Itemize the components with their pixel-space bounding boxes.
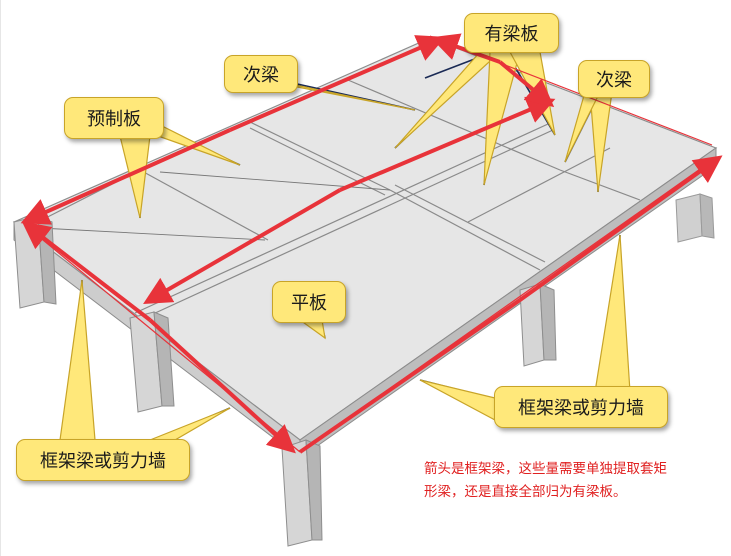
arrow-left-edge xyxy=(148,318,296,454)
annotation-note: 箭头是框架梁，这些量需要单独提取套矩 形梁，还是直接全部归为有梁板。 xyxy=(424,458,724,504)
annotation-note-line2: 形梁，还是直接全部归为有梁板。 xyxy=(424,484,627,500)
arrow-top-left xyxy=(20,128,231,225)
label-youliangban: 有梁板 xyxy=(464,13,559,53)
label-kuangjia-right: 框架梁或剪力墙 xyxy=(494,386,668,428)
arrow-right-edge xyxy=(518,155,723,302)
label-ciliang-left: 次梁 xyxy=(224,55,298,93)
annotation-note-line1: 箭头是框架梁，这些量需要单独提取套矩 xyxy=(424,461,667,477)
label-ciliang-right: 次梁 xyxy=(578,60,650,98)
arrow-top-right-end xyxy=(498,60,555,108)
arrow-top-left-end xyxy=(229,35,446,132)
label-kuangjia-left: 框架梁或剪力墙 xyxy=(16,439,190,481)
arrow-right-edge-start xyxy=(298,298,522,454)
label-yuzhiban: 预制板 xyxy=(64,97,164,139)
columns-back xyxy=(675,193,715,243)
arrow-middle-end xyxy=(339,96,556,192)
columns-front xyxy=(13,215,557,547)
label-pingban: 平板 xyxy=(272,281,346,323)
frame-beam-arrows xyxy=(20,33,723,454)
arrow-middle xyxy=(143,188,342,305)
arrow-left-edge-start xyxy=(21,221,152,322)
